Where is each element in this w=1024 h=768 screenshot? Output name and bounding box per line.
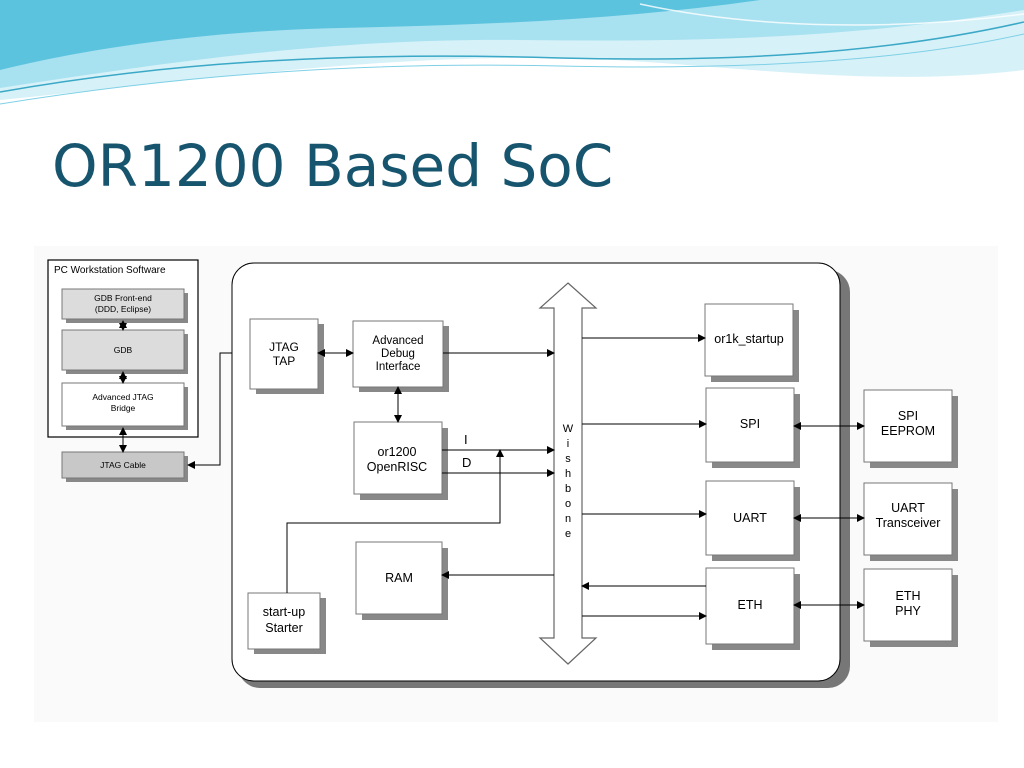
eth-phy-block: ETH PHY — [863, 568, 958, 647]
data-bus-label: D — [462, 455, 471, 470]
gdb-frontend-sublabel: (DDD, Eclipse) — [95, 304, 151, 314]
jtag-tap-block: JTAG TAP — [249, 318, 324, 394]
spi-eeprom-block: SPI EEPROM — [863, 389, 958, 468]
gdb-frontend-block: GDB Front-end (DDD, Eclipse) — [61, 288, 188, 323]
jtag-cable-block: JTAG Cable — [61, 451, 188, 482]
wishbone-bus: W i s h b o n e — [538, 282, 598, 665]
or1k-startup-block: or1k_startup — [704, 303, 799, 382]
adv-debug-label-1: Advanced — [372, 335, 423, 347]
jtag-tap-label-2: TAP — [273, 354, 295, 368]
gdb-label: GDB — [114, 345, 133, 355]
or1k-startup-label: or1k_startup — [714, 332, 784, 346]
uart-transceiver-label-2: Transceiver — [876, 516, 941, 530]
eth-phy-label-2: PHY — [895, 604, 921, 618]
instruction-bus-label: I — [464, 432, 468, 447]
spi-eeprom-label-1: SPI — [898, 409, 918, 423]
wishbone-letter-b: b — [565, 483, 571, 495]
eth-phy-label-1: ETH — [896, 589, 921, 603]
wishbone-letter-w: W — [563, 423, 574, 435]
connection-arrows — [286, 334, 865, 620]
jtag-cable-label: JTAG Cable — [100, 460, 146, 470]
wishbone-letter-o: o — [565, 498, 571, 510]
uart-block: UART — [705, 480, 800, 561]
diagram-canvas: PC Workstation Software GDB Front-end (D… — [47, 259, 958, 688]
cpu-label-2: OpenRISC — [367, 460, 427, 474]
adv-jtag-bridge-sublabel: Bridge — [111, 403, 136, 413]
eth-label: ETH — [738, 598, 763, 612]
uart-transceiver-block: UART Transceiver — [863, 482, 958, 561]
wishbone-letter-n: n — [565, 513, 571, 525]
adv-debug-label-2: Debug — [381, 348, 415, 360]
pc-group-label: PC Workstation Software — [54, 265, 166, 276]
advanced-debug-interface-block: Advanced Debug Interface — [352, 320, 449, 392]
wishbone-letter-s: s — [565, 453, 571, 465]
header-wave-decoration — [0, 0, 1024, 105]
soc-block-diagram: PC Workstation Software GDB Front-end (D… — [34, 246, 998, 722]
gdb-frontend-label: GDB Front-end — [94, 293, 152, 303]
or1200-cpu-block: or1200 OpenRISC — [353, 421, 448, 500]
wishbone-letter-e: e — [565, 528, 571, 540]
starter-label-2: Starter — [265, 621, 303, 635]
spi-eeprom-label-2: EEPROM — [881, 424, 935, 438]
gdb-block: GDB — [61, 329, 188, 374]
spi-label: SPI — [740, 417, 760, 431]
startup-starter-block: start-up Starter — [247, 592, 326, 654]
eth-block: ETH — [705, 567, 800, 650]
spi-block: SPI — [705, 387, 800, 468]
wishbone-letter-i: i — [567, 438, 569, 450]
advanced-jtag-bridge-block: Advanced JTAG Bridge — [61, 382, 188, 430]
starter-label-1: start-up — [263, 605, 305, 619]
adv-jtag-bridge-label: Advanced JTAG — [92, 392, 153, 402]
ram-block: RAM — [355, 541, 448, 620]
uart-label: UART — [733, 511, 767, 525]
jtag-tap-label-1: JTAG — [269, 340, 299, 354]
ram-label: RAM — [385, 571, 413, 585]
slide-title: OR1200 Based SoC — [52, 132, 614, 200]
cpu-label-1: or1200 — [378, 445, 417, 459]
adv-debug-label-3: Interface — [376, 361, 421, 373]
wishbone-letter-h: h — [565, 468, 571, 480]
uart-transceiver-label-1: UART — [891, 501, 925, 515]
